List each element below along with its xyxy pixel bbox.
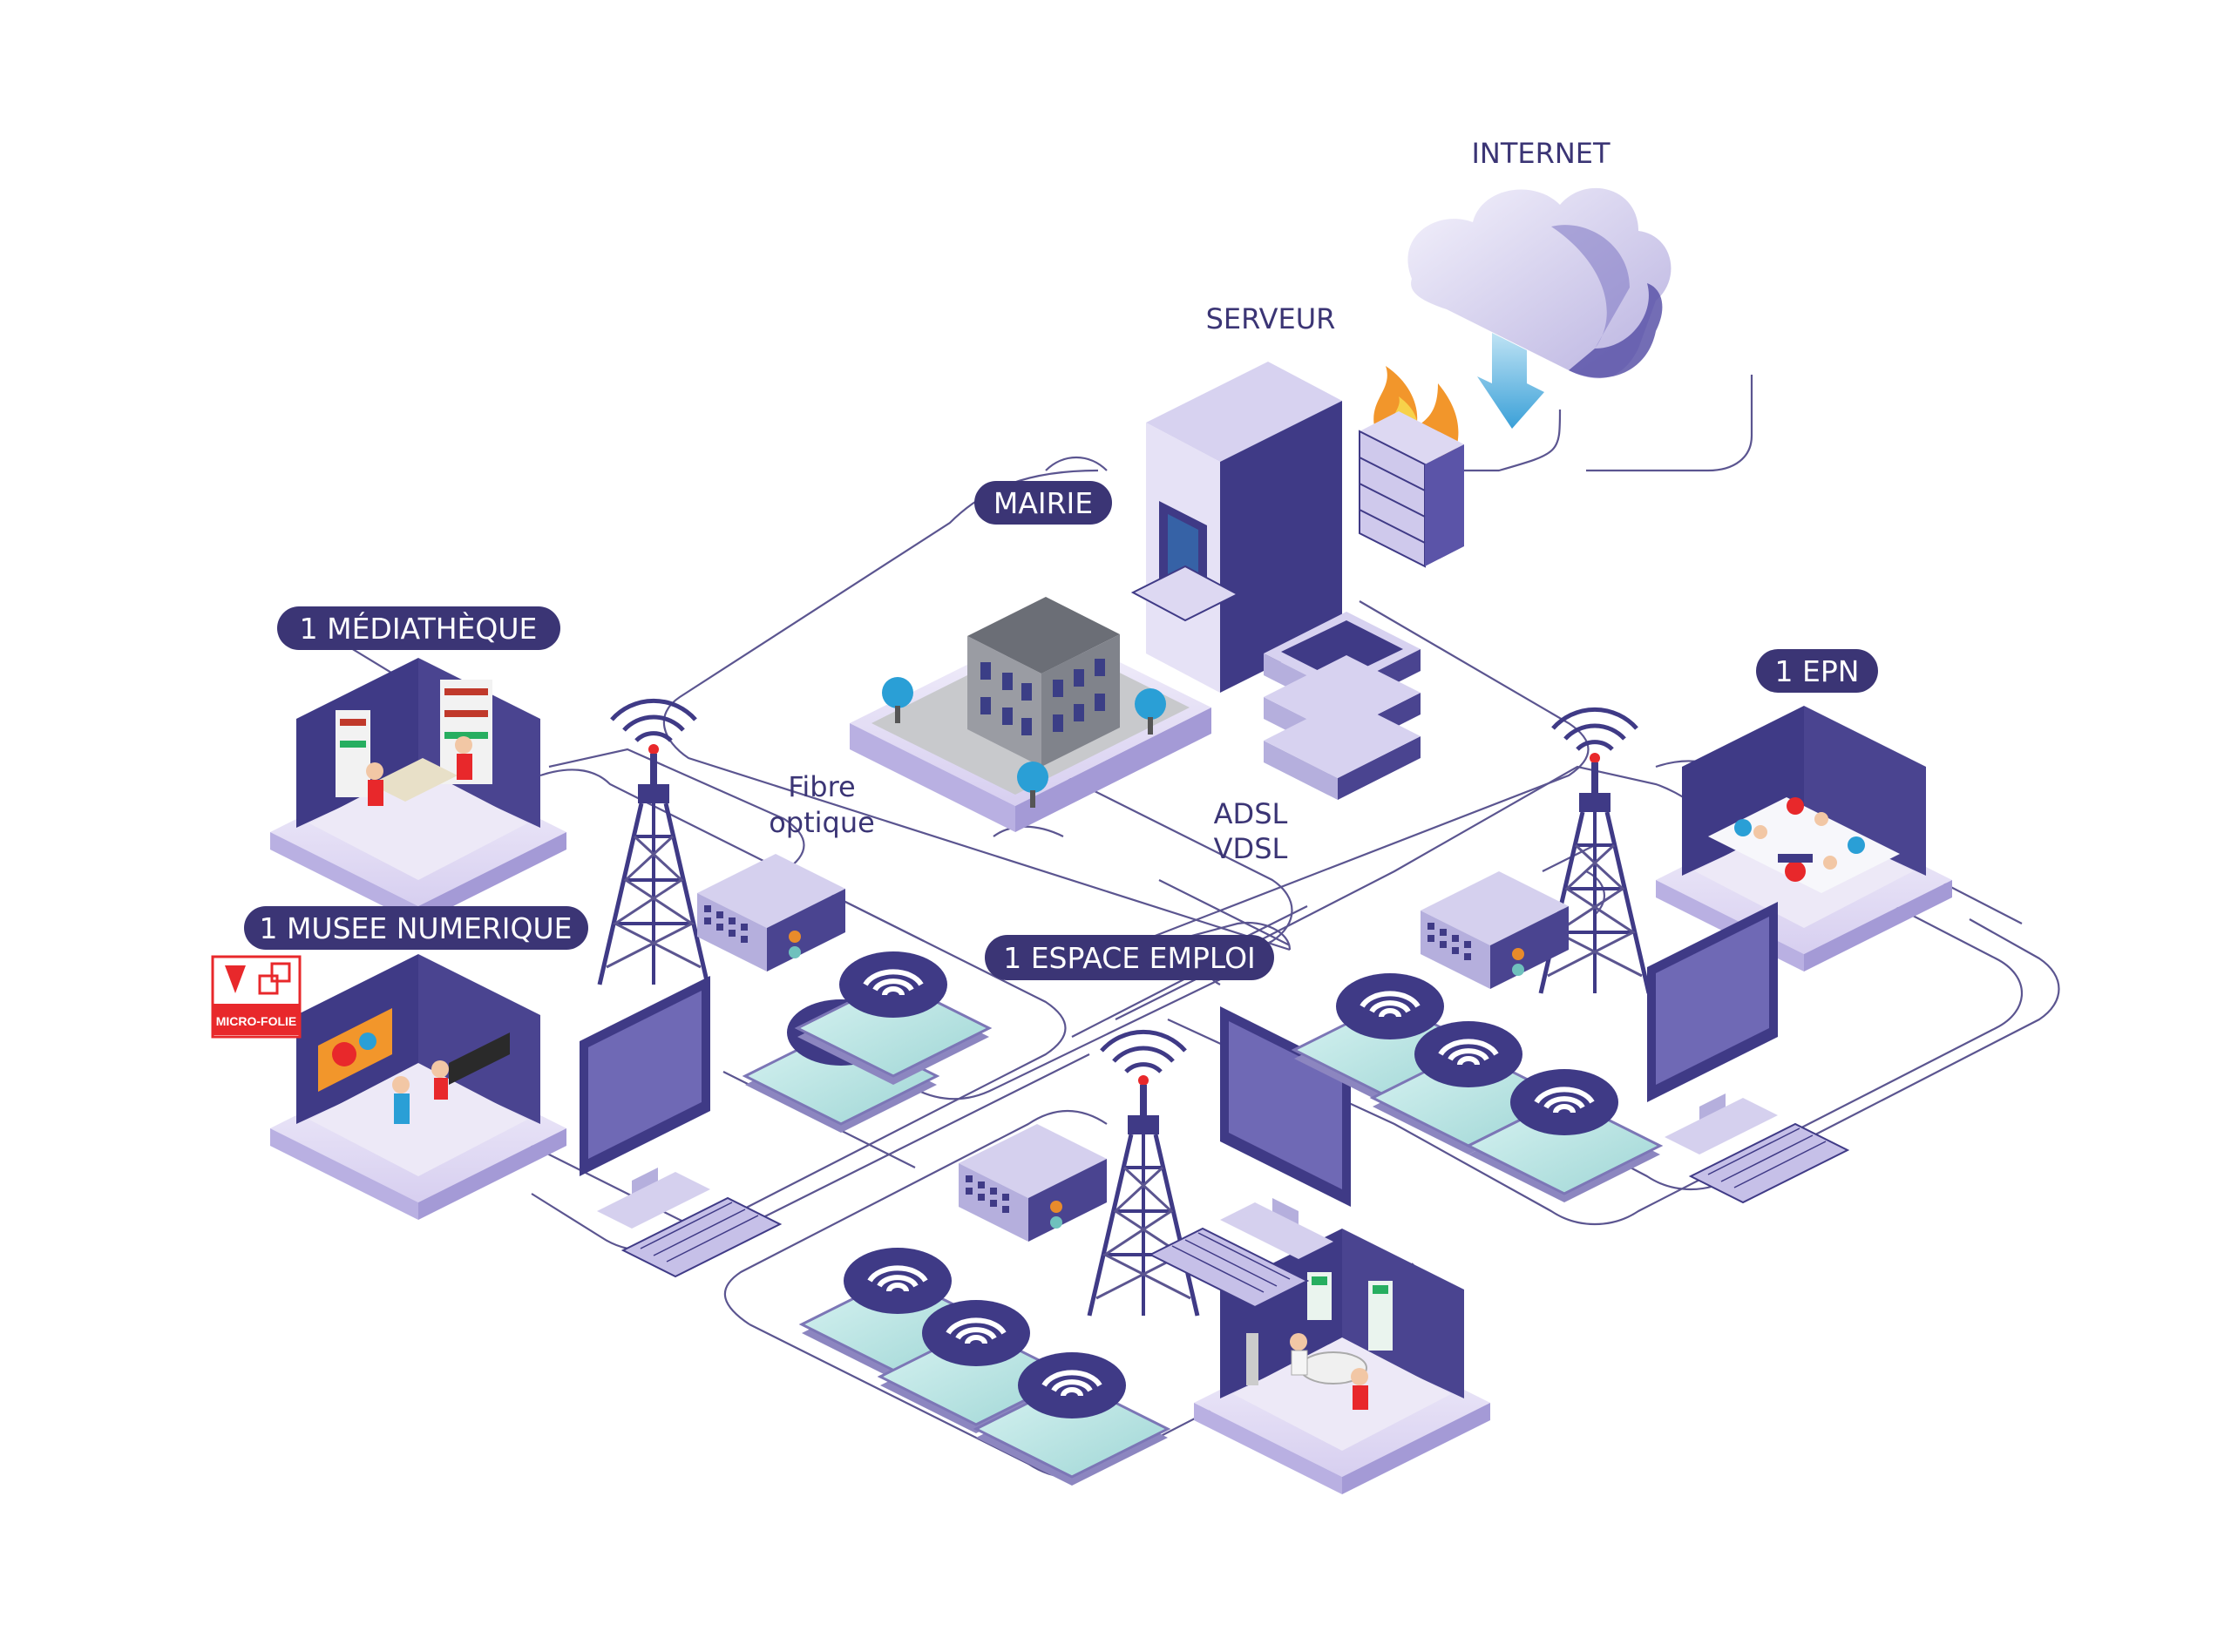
mediatheque-label: 1 MÉDIATHÈQUE: [300, 611, 538, 646]
server-icon: [1130, 362, 1421, 800]
fibre-label: Fibre: [788, 770, 855, 803]
network-switch-icon: [697, 854, 845, 972]
pill-mediatheque: 1 MÉDIATHÈQUE: [277, 606, 560, 650]
network-switch-icon: [959, 1124, 1107, 1242]
room-icon-espace-emploi: [1194, 1229, 1490, 1494]
svg-text:MICRO-FOLIE: MICRO-FOLIE: [216, 1014, 297, 1028]
epn-label: 1 EPN: [1775, 654, 1860, 688]
firewall-icon: [1359, 366, 1464, 568]
pill-epn: 1 EPN: [1756, 649, 1878, 693]
mairie-label: MAIRIE: [993, 486, 1093, 520]
monitor-icon: [579, 975, 781, 1277]
pill-musee: 1 MUSEE NUMERIQUE: [244, 906, 588, 950]
pill-mairie: MAIRIE: [974, 481, 1112, 525]
pill-espace-emploi: 1 ESPACE EMPLOI: [985, 935, 1274, 980]
vdsl-label: VDSL: [1214, 832, 1288, 865]
download-arrow-icon: [1477, 333, 1544, 429]
room-icon-musee: [270, 954, 566, 1220]
room-icon-mediatheque: [270, 658, 566, 924]
serveur-label: SERVEUR: [1206, 302, 1336, 335]
espace-emploi-label: 1 ESPACE EMPLOI: [1003, 941, 1256, 975]
internet-label: INTERNET: [1471, 137, 1611, 170]
cloud-icon: [1407, 187, 1672, 379]
adsl-label: ADSL: [1214, 797, 1288, 830]
musee-label: 1 MUSEE NUMERIQUE: [259, 911, 572, 945]
antenna-tower-icon: [600, 701, 708, 985]
building-icon: [850, 597, 1211, 832]
fibre-label-2: optique: [769, 806, 875, 839]
micro-folie-logo: MICRO-FOLIE: [211, 955, 302, 1039]
room-icon-epn: [1656, 706, 1952, 972]
